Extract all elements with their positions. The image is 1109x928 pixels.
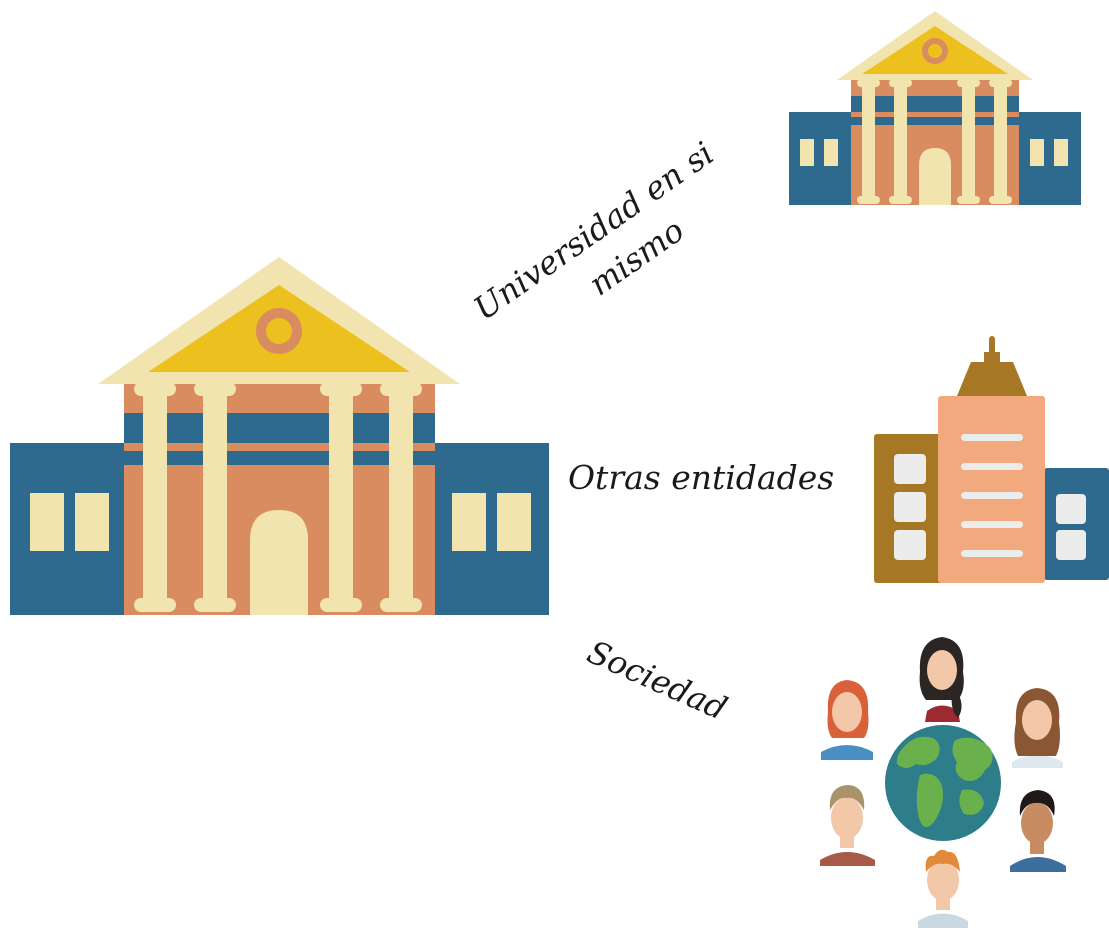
person-avatar-middle-left xyxy=(820,785,875,866)
label-society: Sociedad xyxy=(582,633,733,728)
office-buildings-icon xyxy=(874,336,1109,583)
person-avatar-top xyxy=(919,637,964,722)
globe-with-people-icon xyxy=(820,637,1066,928)
large-university-building-icon xyxy=(10,257,549,615)
globe-icon xyxy=(885,725,1001,841)
person-avatar-top-right xyxy=(1012,688,1063,768)
label-other-entities: Otras entidades xyxy=(568,458,834,497)
small-university-building-icon xyxy=(789,11,1081,205)
person-avatar-middle-right xyxy=(1010,790,1066,872)
label-university-itself: Universidad en si mismo xyxy=(467,134,721,328)
person-avatar-bottom xyxy=(918,849,968,928)
person-avatar-top-left xyxy=(821,680,873,760)
